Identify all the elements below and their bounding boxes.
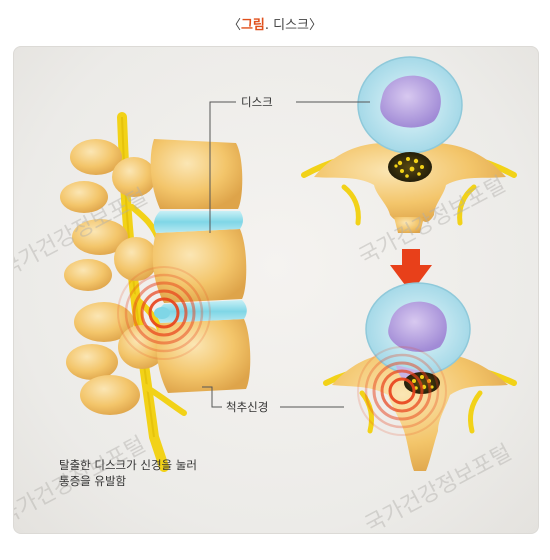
spine-side-view xyxy=(60,112,251,472)
axial-view-herniated xyxy=(323,282,517,471)
disc-diagram-illustration: 국가건강정보포털 국가건강정보포털 국가건강정보포털 국가건강정보포털 xyxy=(14,56,517,533)
leader-lines xyxy=(202,101,370,408)
watermark-4: 국가건강정보포털 xyxy=(361,440,516,533)
down-arrow-icon xyxy=(390,249,432,293)
label-disc: 디스크 xyxy=(241,95,273,109)
title-accent: 그림 xyxy=(240,18,265,33)
axial-view-normal xyxy=(301,56,517,233)
label-spinal-nerve: 척추신경 xyxy=(226,400,269,414)
diagram-panel: 국가건강정보포털 국가건강정보포털 국가건강정보포털 국가건강정보포털 디스크 … xyxy=(13,46,539,534)
caption-line-2: 통증을 유발함 xyxy=(59,474,127,488)
figure-title: 〈그림. 디스크〉 xyxy=(227,18,323,33)
caption: 탈출한 디스크가 신경을 눌러 통증을 유발함 xyxy=(59,457,259,489)
caption-line-1: 탈출한 디스크가 신경을 눌러 xyxy=(59,458,197,472)
